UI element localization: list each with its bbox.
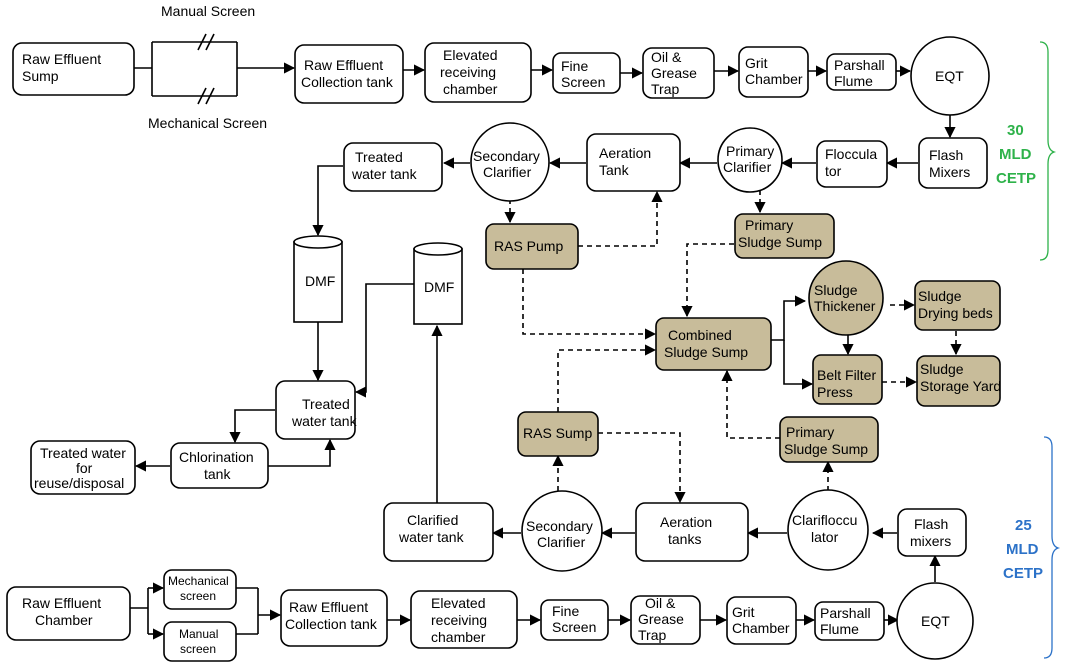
manual-screen-label: Manual Screen: [161, 3, 255, 19]
solid-flow-lines: [130, 41, 956, 640]
dmf-left: DMF: [293, 235, 343, 323]
eqt-top: EQT: [910, 36, 990, 116]
svg-text:EQT: EQT: [921, 613, 950, 629]
dmf-right: DMF: [413, 242, 463, 325]
dashed-sludge-lines: [504, 190, 962, 504]
ras-pump: RAS Pump: [485, 223, 579, 270]
screen-break-marks: [197, 33, 215, 105]
eqt-bottom: EQT: [896, 582, 974, 660]
cetp-30-brace: [1039, 41, 1057, 261]
ras-sump: RAS Sump: [517, 411, 599, 457]
svg-text:DMF: DMF: [424, 279, 454, 295]
cetp-30-label: 30 MLD CETP: [996, 122, 1036, 187]
svg-text:DMF: DMF: [305, 273, 335, 289]
svg-text:RAS Sump: RAS Sump: [523, 425, 592, 441]
mechanical-screen-label: Mechanical Screen: [148, 115, 267, 131]
svg-text:RAS Pump: RAS Pump: [494, 238, 563, 254]
cetp-25-brace: [1043, 436, 1061, 659]
cetp-25-label: 25 MLD CETP: [1003, 517, 1043, 582]
svg-text:EQT: EQT: [935, 68, 964, 84]
